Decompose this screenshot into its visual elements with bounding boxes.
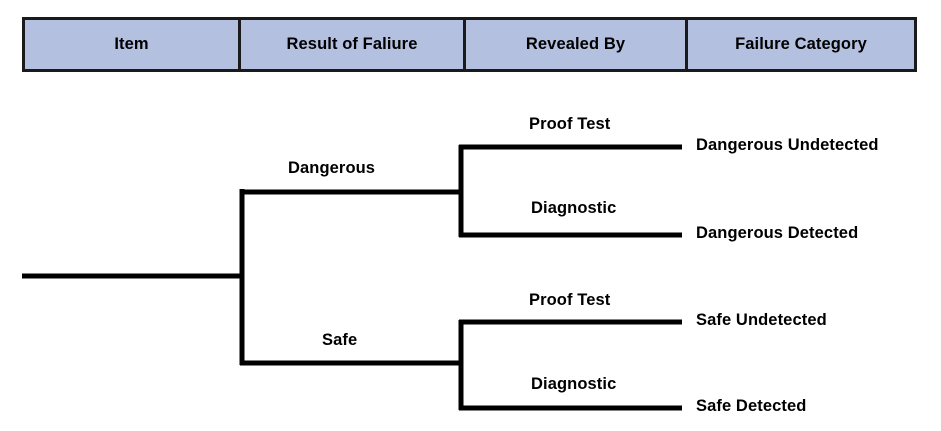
branch-label-safe: Safe bbox=[322, 331, 358, 349]
revealed-by-label-safe-proof-test: Proof Test bbox=[529, 291, 611, 309]
header-cell-failure-category: Failure Category bbox=[688, 20, 914, 69]
header-cell-item: Item bbox=[25, 20, 241, 69]
failure-category-header-table: Item Result of Faliure Revealed By Failu… bbox=[22, 17, 917, 72]
category-label-dangerous-undetected: Dangerous Undetected bbox=[696, 136, 879, 154]
tree-connector-lines bbox=[22, 144, 682, 411]
revealed-by-label-safe-diagnostic: Diagnostic bbox=[531, 375, 617, 393]
header-cell-revealed-by: Revealed By bbox=[466, 20, 688, 69]
revealed-by-label-dangerous-proof-test: Proof Test bbox=[529, 115, 611, 133]
category-label-safe-detected: Safe Detected bbox=[696, 397, 807, 415]
revealed-by-label-dangerous-diagnostic: Diagnostic bbox=[531, 199, 617, 217]
header-cell-result-of-failure: Result of Faliure bbox=[241, 20, 466, 69]
category-label-dangerous-detected: Dangerous Detected bbox=[696, 224, 859, 242]
branch-label-dangerous: Dangerous bbox=[288, 159, 376, 177]
category-label-safe-undetected: Safe Undetected bbox=[696, 311, 827, 329]
